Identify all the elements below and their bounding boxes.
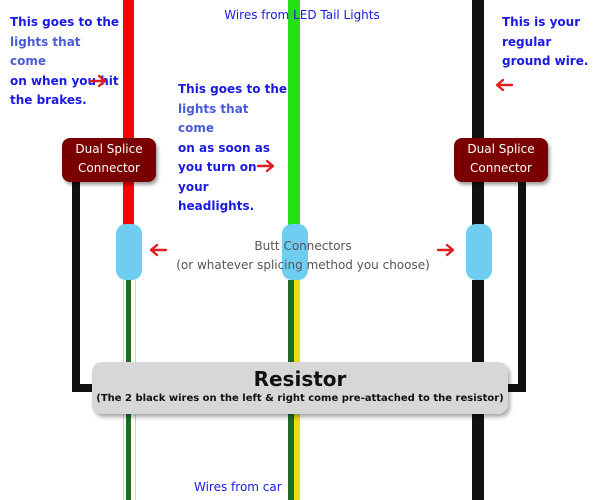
dual-splice-connector-right: Dual Splice Connector bbox=[454, 138, 548, 182]
left-arrow-icon bbox=[495, 78, 514, 92]
middle-note-line-3: on as soon as bbox=[178, 140, 270, 155]
dual-splice-connector-left: Dual Splice Connector bbox=[62, 138, 156, 182]
right-note-line-1: This is your bbox=[502, 15, 581, 29]
resistor-subtitle: (The 2 black wires on the left & right c… bbox=[96, 393, 504, 404]
right-note-line-2: regular bbox=[502, 34, 552, 49]
splice-right-line-2: Connector bbox=[470, 161, 532, 175]
resistor-title: Resistor bbox=[253, 367, 347, 391]
butt-connector-right bbox=[466, 224, 492, 280]
splice-left-line-2: Connector bbox=[78, 161, 140, 175]
right-arrow-icon bbox=[436, 243, 455, 257]
brake-wire-red bbox=[123, 0, 134, 230]
middle-note-line-2: lights that come bbox=[178, 101, 249, 136]
splice-left-line-1: Dual Splice bbox=[75, 142, 143, 156]
resistor-lead-left-vertical bbox=[72, 178, 80, 392]
resistor-lead-right-vertical bbox=[518, 178, 526, 392]
tail-wire-green bbox=[288, 0, 300, 230]
ground-wire-top bbox=[472, 0, 484, 230]
left-note: This goes to the lights that come on whe… bbox=[10, 13, 120, 111]
butt-connector-middle bbox=[282, 224, 308, 280]
left-note-line-1: This goes to the bbox=[10, 15, 120, 29]
middle-note: This goes to the lights that come on as … bbox=[178, 80, 288, 217]
right-note-line-3: ground wire. bbox=[502, 54, 589, 68]
left-note-line-2: lights that come bbox=[10, 34, 81, 69]
right-arrow-icon bbox=[256, 159, 275, 173]
resistor-lead-left-horizontal bbox=[72, 384, 98, 392]
butt-label-line-2: (or whatever splicing method you choose) bbox=[176, 258, 430, 272]
left-note-line-4: the brakes. bbox=[10, 93, 87, 107]
resistor: Resistor (The 2 black wires on the left … bbox=[92, 362, 508, 414]
middle-note-line-4: you turn on your bbox=[178, 160, 257, 194]
left-arrow-icon bbox=[149, 243, 168, 257]
left-note-line-3: on when you hit bbox=[10, 73, 119, 88]
resistor-lead-right-horizontal bbox=[500, 384, 526, 392]
top-title: Wires from LED Tail Lights bbox=[224, 8, 380, 22]
butt-connectors-label: Butt Connectors (or whatever splicing me… bbox=[172, 237, 434, 275]
middle-note-line-5: headlights. bbox=[178, 199, 255, 213]
bottom-title: Wires from car bbox=[194, 480, 282, 494]
splice-right-line-1: Dual Splice bbox=[467, 142, 535, 156]
middle-note-line-1: This goes to the bbox=[178, 82, 288, 96]
butt-label-line-1: Butt Connectors bbox=[254, 239, 352, 253]
right-note: This is your regular ground wire. bbox=[502, 13, 598, 72]
butt-connector-left bbox=[116, 224, 142, 280]
right-arrow-icon bbox=[88, 74, 107, 88]
